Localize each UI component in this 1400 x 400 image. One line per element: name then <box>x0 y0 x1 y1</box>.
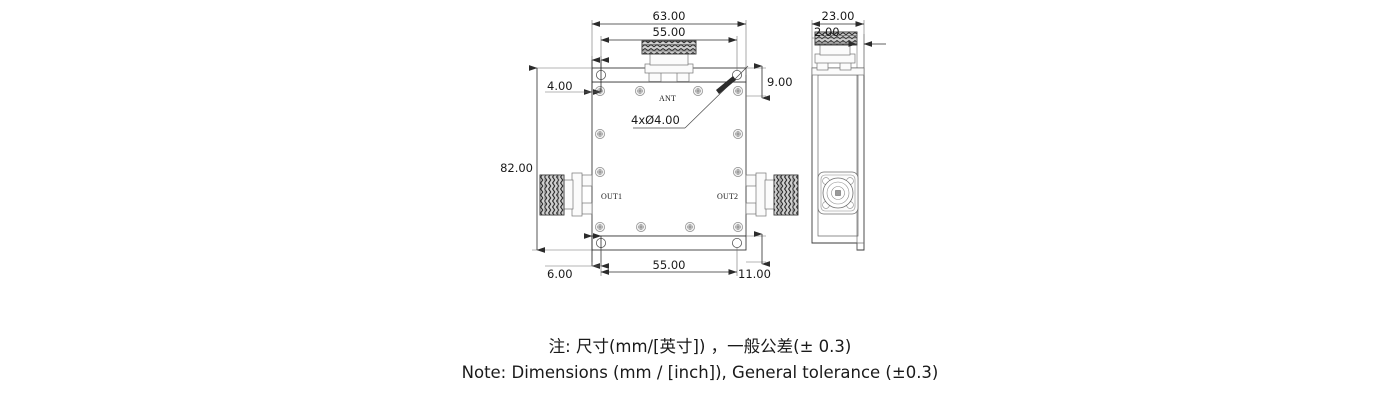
out1-body <box>562 179 574 210</box>
callout-arrow <box>716 76 736 94</box>
ant-port-label: ANT <box>659 94 676 103</box>
dim-value-bottom-hole-pitch: 55.00 <box>653 258 686 272</box>
out1-flange <box>571 172 583 217</box>
side-view-body-outline <box>811 67 865 251</box>
screw <box>595 222 605 232</box>
dim-left-edge-offset: 4.00 <box>545 56 609 95</box>
dim-value-overall-width: 63.00 <box>653 9 686 23</box>
screw <box>595 167 605 177</box>
dim-value-bottom-left-offset: 6.00 <box>547 267 573 281</box>
screw <box>595 129 605 139</box>
screw <box>635 86 645 96</box>
screw <box>733 167 743 177</box>
flange-inner-square <box>820 174 856 212</box>
side-view-top-flange <box>811 67 865 76</box>
dim-flange-thickness: 2.00 <box>812 25 886 68</box>
dim-top-hole-pitch: 55.00 <box>600 25 738 70</box>
flange-center-pin <box>835 190 841 196</box>
dim-value-bottom-right-offset: 11.00 <box>738 267 771 281</box>
out2-connector <box>745 172 799 217</box>
dim-value-left-edge-offset: 4.00 <box>547 79 573 93</box>
screw <box>733 129 743 139</box>
bottom-mounting-flange <box>591 235 747 251</box>
ant-pad-left <box>648 72 662 82</box>
out2-pad-top <box>745 174 757 187</box>
ant-body <box>649 52 689 66</box>
out2-flange <box>755 172 767 217</box>
screw <box>595 86 605 96</box>
dim-value-right-edge-offset: 9.00 <box>767 75 793 89</box>
out1-connector <box>539 172 593 217</box>
notes-block: 注: 尺寸(mm/[英寸]) ，一般公差(± 0.3) Note: Dimens… <box>462 337 939 382</box>
dim-value-flange-thickness: 2.00 <box>814 25 840 39</box>
dim-value-overall-height: 82.00 <box>500 161 533 175</box>
hole-callout: 4xØ4.00 <box>631 65 749 129</box>
screw <box>636 222 646 232</box>
note-english: Note: Dimensions (mm / [inch]), General … <box>462 363 939 382</box>
side-view: 23.00 2.00 <box>811 9 886 251</box>
dim-value-hole-callout: 4xØ4.00 <box>631 113 680 127</box>
out1-pad-bottom <box>581 202 593 215</box>
front-view: ANT ANT OUT1 OUT2 63.00 55.00 4.00 <box>500 9 799 281</box>
ant-pad-right <box>676 72 690 82</box>
out1-port-label: OUT1 <box>601 192 622 201</box>
screw <box>733 222 743 232</box>
dim-bottom-hole-pitch: 55.00 <box>600 248 738 276</box>
out1-pad-top <box>581 174 593 187</box>
out2-pad-bottom <box>745 202 757 215</box>
dim-value-top-hole-pitch: 55.00 <box>653 25 686 39</box>
out2-port-label: OUT2 <box>717 192 738 201</box>
dim-right-edge-offset: 9.00 <box>746 63 793 101</box>
side-ant-body <box>819 43 851 56</box>
out2-body <box>764 179 776 210</box>
screw <box>693 86 703 96</box>
ant-knurl-texture <box>641 40 697 55</box>
front-view-body-outline <box>591 81 747 237</box>
out2-knurl-texture <box>773 174 799 216</box>
side-view-flange-connector <box>817 171 859 215</box>
ant-connector <box>641 40 697 82</box>
note-chinese: 注: 尺寸(mm/[英寸]) ，一般公差(± 0.3) <box>549 337 852 356</box>
mounting-hole-top-right <box>732 70 743 81</box>
mounting-hole-bottom-right <box>732 237 743 248</box>
dim-value-overall-depth: 23.00 <box>822 9 855 23</box>
dim-bottom-right-offset: 11.00 <box>738 231 771 281</box>
out1-knurl-texture <box>539 174 565 216</box>
side-view-ant-connector <box>814 31 858 71</box>
screw <box>733 86 743 96</box>
dim-overall-height: 82.00 <box>500 65 592 253</box>
screw <box>685 222 695 232</box>
